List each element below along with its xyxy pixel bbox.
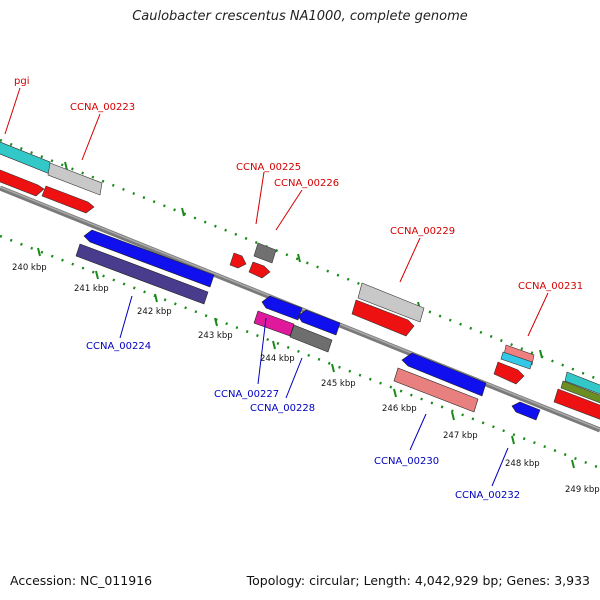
label-ccna-00226[interactable]: CCNA_00226: [274, 178, 339, 189]
gene-red-5[interactable]: [493, 361, 525, 385]
reverse-leader-lines: [119, 295, 509, 487]
label-ccna-00228[interactable]: CCNA_00228: [250, 403, 315, 414]
scale-label-249: 249 kbp: [565, 485, 600, 495]
label-ccna-00230[interactable]: CCNA_00230: [374, 456, 439, 467]
label-ccna-00232[interactable]: CCNA_00232: [455, 490, 520, 501]
gene-red-1[interactable]: [0, 168, 45, 197]
gene-ccna-00224[interactable]: [75, 243, 209, 305]
label-ccna-00229[interactable]: CCNA_00229: [390, 226, 455, 237]
label-pgi[interactable]: pgi: [14, 76, 29, 87]
gene-red-2[interactable]: [41, 185, 95, 214]
gene-ccna-00232[interactable]: [511, 401, 541, 421]
gene-ccna-00229[interactable]: [357, 282, 425, 323]
forward-major-ticks: [64, 161, 543, 359]
reverse-major-ticks: [37, 247, 575, 469]
gene-olive[interactable]: [560, 380, 600, 404]
gene-ccna-00223-outline[interactable]: [47, 162, 103, 196]
scale-label-246: 246 kbp: [382, 404, 417, 414]
gene-ccna-00226[interactable]: [253, 242, 277, 264]
gene-blue-4[interactable]: [401, 352, 487, 397]
label-ccna-00224[interactable]: CCNA_00224: [86, 341, 151, 352]
scale-label-247: 247 kbp: [443, 431, 478, 441]
scale-label-242: 242 kbp: [137, 307, 172, 317]
forward-genes: [0, 141, 600, 420]
label-ccna-00227[interactable]: CCNA_00227: [214, 389, 279, 400]
gene-ccna-00228[interactable]: [289, 324, 333, 353]
forward-leader-lines: [4, 87, 549, 337]
gene-red-4[interactable]: [351, 299, 415, 337]
gene-red-6[interactable]: [553, 388, 600, 420]
map-title: Caulobacter crescentus NA1000, complete …: [132, 9, 468, 24]
gene-ccna-00225[interactable]: [229, 252, 247, 269]
gene-blue-3[interactable]: [297, 309, 341, 336]
gene-ccna-00227[interactable]: [253, 310, 295, 337]
scale-label-244: 244 kbp: [260, 354, 295, 364]
gene-cyan-2[interactable]: [500, 351, 533, 370]
gene-blue-1[interactable]: [83, 229, 215, 288]
label-ccna-00231[interactable]: CCNA_00231: [518, 281, 583, 292]
scale-label-241: 241 kbp: [74, 284, 109, 294]
label-ccna-00223[interactable]: CCNA_00223: [70, 102, 135, 113]
gene-ccna-00230[interactable]: [393, 367, 479, 413]
gene-blue-2[interactable]: [261, 295, 303, 321]
scale-label-243: 243 kbp: [198, 331, 233, 341]
scale-label-240: 240 kbp: [12, 263, 47, 273]
reverse-genes: [75, 229, 541, 421]
topology-summary: Topology: circular; Length: 4,042,929 bp…: [246, 573, 590, 588]
accession-text: Accession: NC_011916: [10, 573, 153, 588]
gene-cyan-3[interactable]: [564, 371, 600, 395]
gene-red-3[interactable]: [248, 261, 271, 279]
scale-label-248: 248 kbp: [505, 459, 540, 469]
scale-label-245: 245 kbp: [321, 379, 356, 389]
label-ccna-00225[interactable]: CCNA_00225: [236, 162, 301, 173]
